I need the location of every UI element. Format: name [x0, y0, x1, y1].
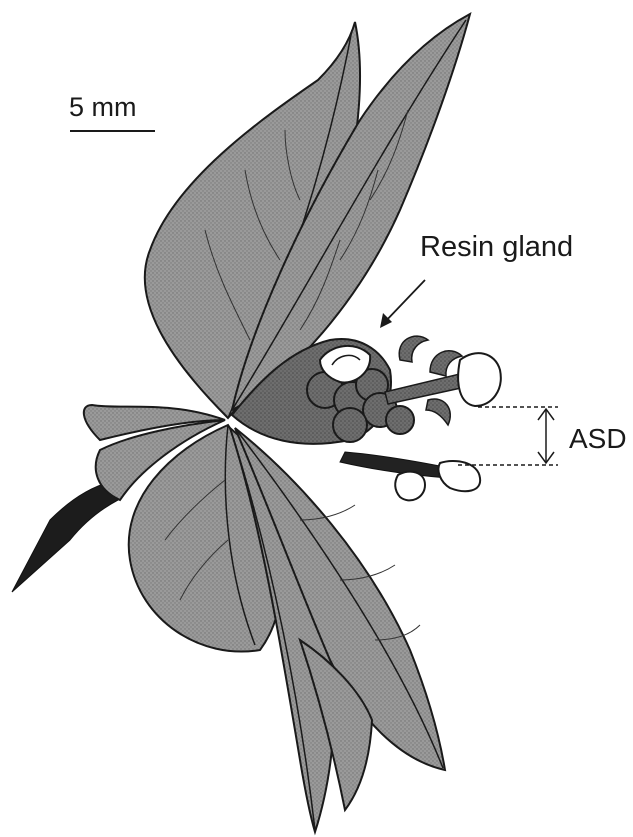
resin-gland-label: Resin gland	[420, 233, 573, 262]
anther-white	[458, 353, 501, 406]
hook-bract-1	[399, 336, 428, 362]
style-white-1	[395, 472, 425, 501]
scale-bar-label: 5 mm	[69, 94, 137, 121]
stem	[12, 482, 118, 592]
hook-bract-3	[426, 399, 450, 425]
pistillate-stalk	[340, 452, 450, 478]
asd-label: ASD	[569, 425, 627, 453]
double-arrow-icon	[458, 407, 558, 465]
hook-bract-2	[430, 351, 462, 376]
arrow-icon	[380, 280, 425, 328]
